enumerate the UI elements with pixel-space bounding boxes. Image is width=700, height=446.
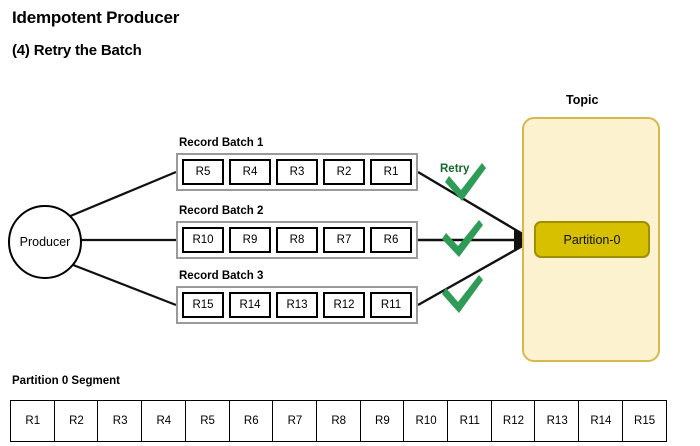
segment-cell: R15 [621,400,668,442]
batch-1-record: R5 [182,159,224,185]
partition-0-box[interactable]: Partition-0 [534,221,650,258]
page-title: Idempotent Producer [12,8,180,27]
record-batch-3[interactable]: R15 R14 R13 R12 R11 [176,286,418,324]
page-subtitle: (4) Retry the Batch [12,42,142,59]
segment-cell: R13 [534,400,580,442]
batch-2-label: Record Batch 2 [179,205,264,217]
batch-1-record: R3 [276,159,318,185]
retry-label: Retry [440,163,470,175]
segment-cell: R5 [184,400,231,442]
segment-cell: R8 [315,400,362,442]
batch-3-record: R15 [182,292,224,318]
batch-2-record: R6 [370,227,412,253]
batch-3-record: R14 [229,292,271,318]
batch-1-record: R1 [370,159,412,185]
segment-cell: R4 [141,400,187,442]
record-batch-2[interactable]: R10 R9 R8 R7 R6 [176,221,418,259]
batch-2-record: R10 [182,227,224,253]
record-batch-1[interactable]: R5 R4 R3 R2 R1 [176,153,418,191]
segment-cell: R14 [578,400,624,442]
producer-label: Producer [19,235,71,249]
batch-3-record: R12 [323,292,365,318]
topic-label: Topic [566,93,599,107]
segment-cell: R7 [272,400,318,442]
batch-3-record: R13 [276,292,318,318]
segment-cell: R1 [10,400,56,442]
batch-3-label: Record Batch 3 [179,270,264,282]
producer-node[interactable]: Producer [8,205,82,279]
batch-1-record: R4 [229,159,271,185]
segment-cell: R3 [97,400,143,442]
batch-1-label: Record Batch 1 [179,137,264,149]
batch-2-record: R8 [276,227,318,253]
check-icon-2 [442,220,483,257]
segment-cell: R6 [228,400,275,442]
segment-cell: R9 [359,400,406,442]
batch-2-record: R9 [229,227,271,253]
batch-2-record: R7 [323,227,365,253]
segment-cell: R11 [447,400,493,442]
check-icon-3 [442,275,483,313]
segment-label: Partition 0 Segment [12,375,120,387]
batch-1-record: R2 [323,159,365,185]
partition-label: Partition-0 [563,232,621,247]
segment-cell: R10 [403,400,449,442]
segment-cell: R12 [490,400,537,442]
segment-cell: R2 [53,400,100,442]
batch-3-record: R11 [370,292,412,318]
